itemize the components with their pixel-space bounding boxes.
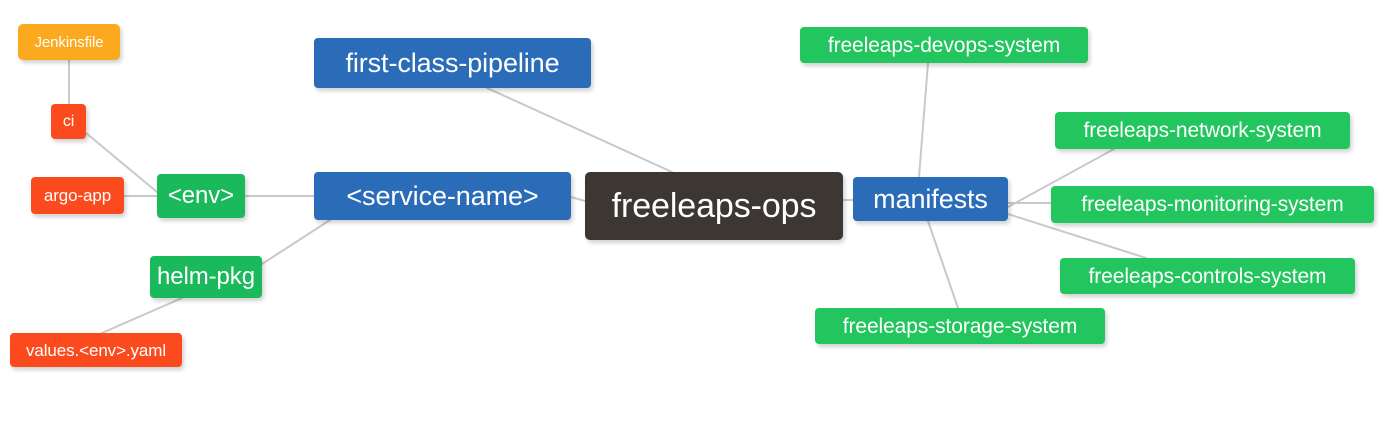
edge-manifests-to-devops <box>918 62 929 178</box>
mindmap-node-label-storage: freeleaps-storage-system <box>842 314 1078 338</box>
mindmap-node-label-root: freeleaps-ops <box>611 187 817 225</box>
mindmap-node-env[interactable]: <env> <box>157 174 245 218</box>
mindmap-node-service-name[interactable]: <service-name> <box>314 172 571 220</box>
mindmap-node-values-yaml[interactable]: values.<env>.yaml <box>10 333 182 367</box>
mindmap-node-label-values-yaml: values.<env>.yaml <box>25 340 167 360</box>
mindmap-node-root[interactable]: freeleaps-ops <box>585 172 843 240</box>
edge-service-name-to-root <box>570 196 586 202</box>
edge-service-name-to-helm-pkg <box>261 219 331 265</box>
mindmap-node-controls[interactable]: freeleaps-controls-system <box>1060 258 1355 294</box>
mindmap-node-label-pipeline: first-class-pipeline <box>345 47 560 78</box>
mindmap-node-label-controls: freeleaps-controls-system <box>1088 264 1327 288</box>
mindmap-node-label-devops: freeleaps-devops-system <box>827 33 1061 57</box>
mindmap-node-label-monitoring: freeleaps-monitoring-system <box>1081 193 1344 216</box>
mindmap-node-ci[interactable]: ci <box>51 104 86 139</box>
edge-helm-pkg-to-values-yaml <box>101 297 183 334</box>
mindmap-node-pipeline[interactable]: first-class-pipeline <box>314 38 591 88</box>
mindmap-node-monitoring[interactable]: freeleaps-monitoring-system <box>1051 186 1374 223</box>
mindmap-node-jenkinsfile[interactable]: Jenkinsfile <box>18 24 120 60</box>
mindmap-node-helm-pkg[interactable]: helm-pkg <box>150 256 262 298</box>
mindmap-node-label-argo-app: argo-app <box>43 186 112 205</box>
mindmap-node-label-jenkinsfile: Jenkinsfile <box>34 33 104 51</box>
mindmap-node-label-service-name: <service-name> <box>346 180 539 211</box>
mindmap-node-label-ci: ci <box>62 112 75 130</box>
edge-pipeline-to-root <box>486 87 673 173</box>
mindmap-node-label-manifests: manifests <box>873 183 988 214</box>
mindmap-node-label-network: freeleaps-network-system <box>1083 119 1322 142</box>
mindmap-node-network[interactable]: freeleaps-network-system <box>1055 112 1350 149</box>
mindmap-node-storage[interactable]: freeleaps-storage-system <box>815 308 1105 344</box>
mindmap-node-label-env: <env> <box>167 182 235 209</box>
mindmap-node-devops[interactable]: freeleaps-devops-system <box>800 27 1088 63</box>
mindmap-node-manifests[interactable]: manifests <box>853 177 1008 221</box>
mindmap-node-label-helm-pkg: helm-pkg <box>157 263 255 290</box>
mindmap-node-argo-app[interactable]: argo-app <box>31 177 124 214</box>
edge-manifests-to-storage <box>927 220 959 309</box>
